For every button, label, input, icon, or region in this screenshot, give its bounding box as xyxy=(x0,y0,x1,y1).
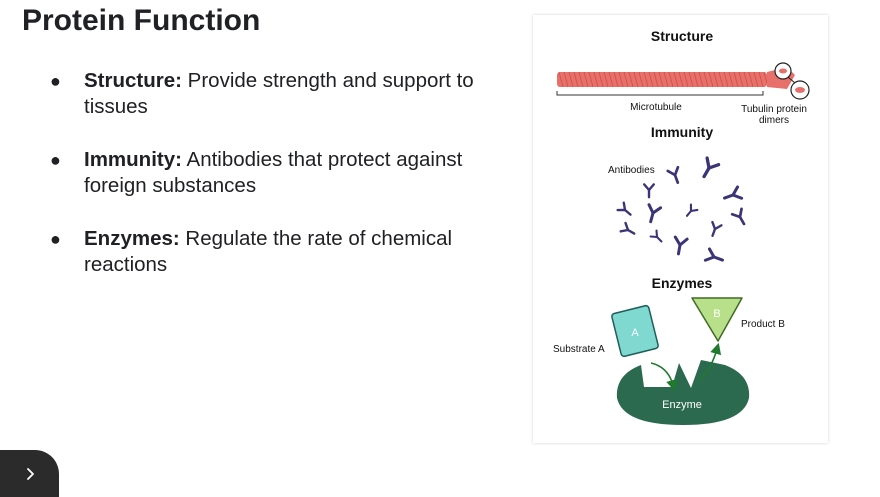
bullet-term: Immunity: xyxy=(84,148,182,171)
figure-illustration: Structure Microtubule Tubulin protein di… xyxy=(553,28,810,425)
structure-heading: Structure xyxy=(651,28,713,44)
immunity-heading: Immunity xyxy=(651,124,713,140)
antibody-icon xyxy=(666,165,680,184)
enzymes-heading: Enzymes xyxy=(652,275,713,291)
antibody-icon xyxy=(649,229,663,243)
bullet-term: Structure: xyxy=(84,69,182,92)
tubulin-label-line1: Tubulin protein xyxy=(741,104,807,115)
product-label: Product B xyxy=(741,319,785,330)
substrate-a-shape: A xyxy=(611,304,659,358)
antibodies-label: Antibodies xyxy=(608,165,655,176)
enzyme-shape: Enzyme xyxy=(616,360,750,425)
tubulin-label-line2: dimers xyxy=(759,115,789,126)
chevron-right-icon xyxy=(26,467,34,480)
bullet-dot: ● xyxy=(50,229,61,249)
antibody-icon xyxy=(619,221,636,235)
antibody-icon xyxy=(711,220,723,237)
product-letter: B xyxy=(713,308,720,320)
microtubule-label: Microtubule xyxy=(630,102,682,113)
bullet-dot: ● xyxy=(50,71,61,91)
slide-title: Protein Function xyxy=(22,4,261,37)
antibody-icon xyxy=(730,207,746,226)
antibody-icon xyxy=(616,201,632,216)
bullet-text: Antibodies that protect against foreign … xyxy=(84,148,463,197)
antibody-icon xyxy=(647,203,663,224)
antibody-icon xyxy=(685,203,699,217)
product-arrow-icon xyxy=(698,342,722,381)
bullet-dot: ● xyxy=(50,150,61,170)
bullet-text: Regulate the rate of chemical reactions xyxy=(84,227,453,276)
bullet-enzymes: ● Enzymes: Regulate the rate of chemical… xyxy=(50,226,510,278)
bullet-structure: ● Structure: Provide strength and suppor… xyxy=(50,68,510,120)
bullet-immunity: ● Immunity: Antibodies that protect agai… xyxy=(50,147,510,199)
next-slide-button[interactable] xyxy=(0,450,59,497)
enzyme-label: Enzyme xyxy=(662,399,702,411)
substrate-arrow-icon xyxy=(650,362,678,392)
bullet-term: Enzymes: xyxy=(84,227,180,250)
antibody-icon xyxy=(723,185,744,200)
antibody-icon xyxy=(702,156,721,179)
antibody-icon xyxy=(703,247,724,262)
product-b-shape: B xyxy=(691,297,743,342)
antibody-icon xyxy=(673,235,689,256)
protein-function-figure: Structure Microtubule Tubulin protein di… xyxy=(533,15,828,443)
antibodies-illustration xyxy=(616,156,746,262)
substrate-label: Substrate A xyxy=(553,344,605,355)
tubulin-dimer-icon xyxy=(774,62,810,100)
substrate-letter: A xyxy=(631,327,639,339)
microtubule-illustration xyxy=(556,67,795,96)
antibody-icon xyxy=(642,183,656,199)
bullet-text: Provide strength and support to tissues xyxy=(84,69,474,118)
bullet-list: ● Structure: Provide strength and suppor… xyxy=(50,68,510,305)
